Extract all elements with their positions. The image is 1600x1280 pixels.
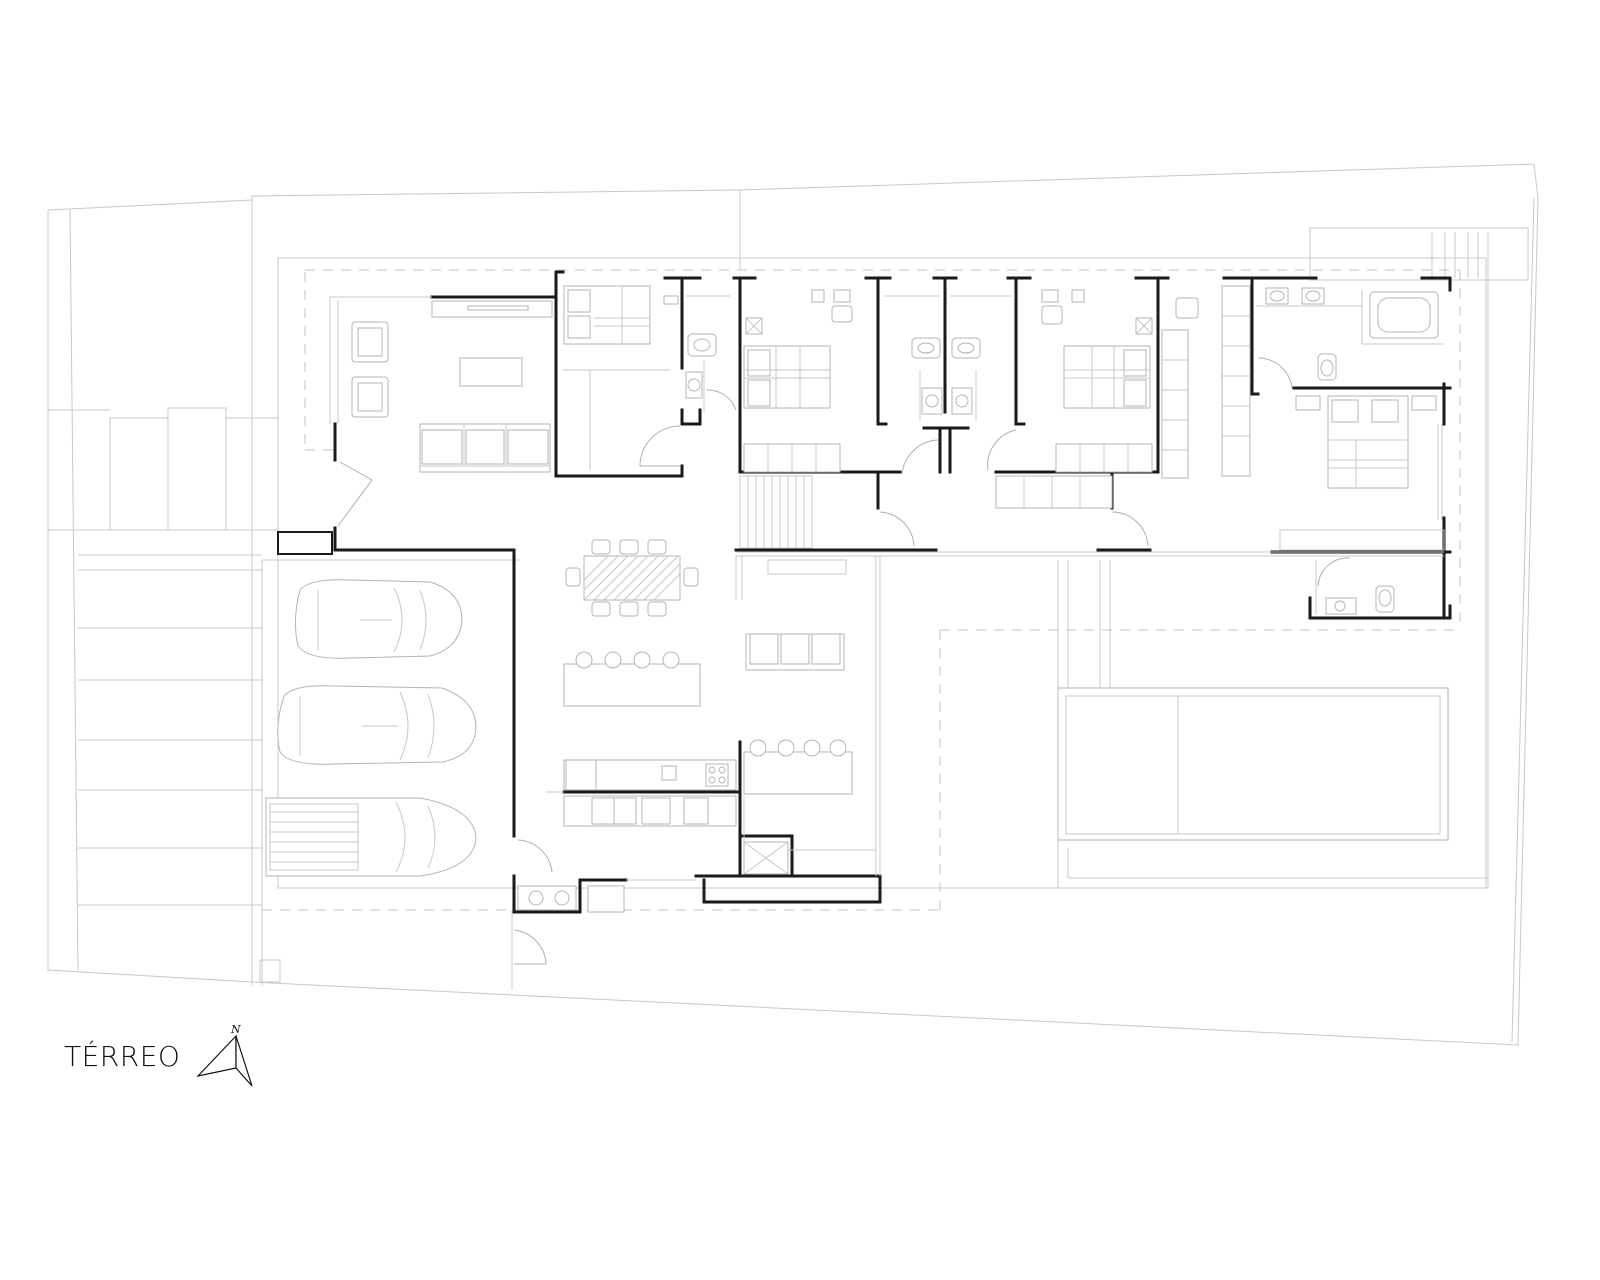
bed-icon xyxy=(1327,395,1409,489)
armchair-icon xyxy=(351,376,389,418)
kitchen-island xyxy=(563,651,853,795)
sink-icon xyxy=(1325,597,1357,615)
bedroom-2 xyxy=(743,289,853,473)
bed-icon xyxy=(563,285,651,345)
sink-icon xyxy=(1265,287,1289,305)
living-room xyxy=(351,300,553,473)
bedroom-1 xyxy=(563,285,679,470)
kitchen-counter xyxy=(546,759,737,827)
toilet-icon xyxy=(951,337,981,359)
bathroom-1 xyxy=(685,295,730,412)
toilet-icon xyxy=(1375,585,1395,613)
bedroom-3 xyxy=(995,289,1153,509)
stove-icon xyxy=(705,763,729,787)
toilet-icon xyxy=(687,333,717,357)
walls xyxy=(277,270,1452,914)
bed-icon xyxy=(1063,345,1151,409)
sink-icon xyxy=(1301,287,1325,305)
stairs-icon xyxy=(739,475,813,549)
sink-icon xyxy=(685,371,703,399)
toilet-icon xyxy=(1317,353,1337,381)
service-area xyxy=(517,879,696,913)
car-icon xyxy=(294,579,463,659)
pool xyxy=(1057,560,1488,888)
armchair-icon xyxy=(351,321,389,363)
sink-icon xyxy=(661,765,677,781)
bed-icon xyxy=(743,345,831,409)
north-arrow-icon: N xyxy=(196,1023,253,1087)
sink-icon xyxy=(951,387,973,415)
lot-boundary xyxy=(47,163,1539,1046)
bathtub-icon xyxy=(1369,291,1439,339)
bathroom-2 xyxy=(884,295,1012,420)
sink-icon xyxy=(921,387,943,415)
site-lines xyxy=(48,227,1529,990)
roof-outline xyxy=(262,269,1461,911)
north-letter: N xyxy=(230,1023,241,1036)
elevator-shaft xyxy=(743,841,789,875)
car-icon xyxy=(277,685,477,765)
sofa-icon xyxy=(745,633,845,671)
master-suite xyxy=(1256,287,1443,520)
toilet-icon xyxy=(911,337,941,359)
closets xyxy=(1161,285,1251,479)
plan-title: TÉRREO xyxy=(64,1040,181,1073)
interior-lines xyxy=(329,290,1445,876)
bathroom-3 xyxy=(1315,560,1395,615)
dining-table-icon xyxy=(565,539,699,617)
doors xyxy=(337,357,1351,965)
coffee-table xyxy=(459,357,523,387)
car-icon xyxy=(265,797,477,877)
